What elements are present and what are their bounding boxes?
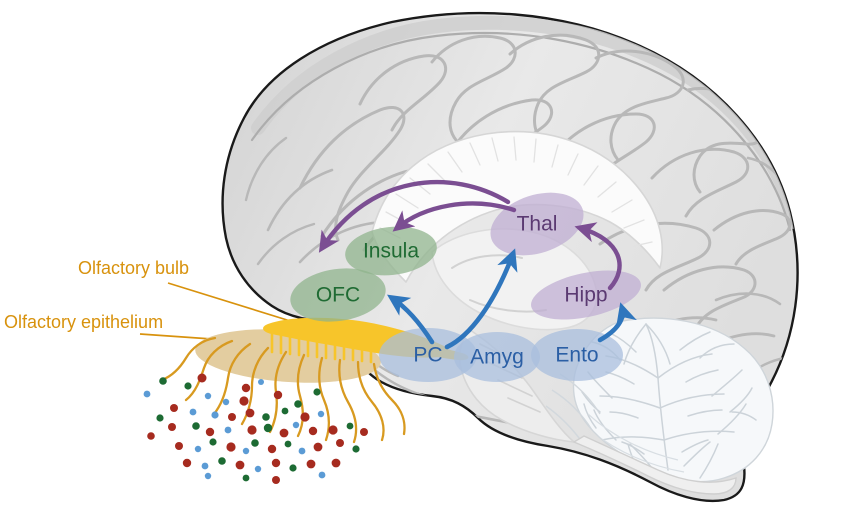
region-label-amyg: Amyg [470,346,524,369]
odorant-molecules [143,373,368,484]
odorant-molecule-dot [273,390,283,400]
odorant-molecule-dot [222,398,230,406]
region-label-pc: PC [413,344,442,367]
odorant-molecule-dot [258,379,264,385]
region-label-thal: Thal [517,213,558,236]
odorant-molecule-dot [313,442,323,452]
odorant-molecule-dot [289,464,297,472]
odorant-molecule-dot [292,421,300,429]
odorant-molecule-dot [226,442,236,452]
odorant-molecule-dot [242,447,250,455]
odorant-molecule-dot [331,458,341,468]
arrow-thal-to-ofc [318,179,511,253]
odorant-molecule-dot [300,412,310,422]
odorant-molecule-dot [209,438,217,446]
odorant-molecule-dot [352,445,360,453]
region-label-hipp: Hipp [564,284,607,307]
odorant-molecule-dot [242,474,250,482]
odorant-molecule-dot [279,428,289,438]
odorant-molecule-dot [241,383,251,393]
odorant-molecule-dot [184,382,192,390]
odorant-molecule-dot [328,425,338,435]
odorant-molecule-dot [360,428,368,436]
odorant-molecule-dot [182,458,192,468]
odorant-molecule-dot [192,422,200,430]
odorant-molecule-dot [143,390,151,398]
odorant-molecule-dot [218,457,226,465]
region-ellipse-ofc[interactable] [287,263,389,328]
odorant-molecule-dot [156,414,164,422]
arrow-pc-to-thal [444,248,518,350]
region-ellipse-amyg[interactable] [454,332,540,382]
cribriform-fibers [270,332,373,364]
odorant-molecule-dot [170,404,178,412]
odorant-molecule-dot [254,465,262,473]
odorant-molecule-dot [168,423,176,431]
odorant-molecule-dot [194,445,202,453]
odorant-molecule-dot [298,447,306,455]
region-label-ento: Ento [555,344,598,367]
leader-line-bulb [167,282,301,325]
odorant-molecule-dot [175,442,183,450]
odorant-molecule-dot [204,392,212,400]
odorant-molecule-dot [318,471,326,479]
odorant-molecule-dot [346,422,354,430]
odorant-molecule-dot [224,426,232,434]
callout-label-olfactory-bulb: Olfactory bulb [78,258,189,278]
odorant-molecule-dot [251,439,259,447]
region-label-insula: Insula [363,240,419,263]
odorant-molecule-dot [211,411,219,419]
odorant-molecule-dot [271,458,281,468]
arrow-thal-to-insula [392,201,517,232]
odorant-molecule-dot [147,432,155,440]
odorant-molecule-dot [308,426,318,436]
arrow-pc-to-ofc [387,294,435,345]
odorant-molecule-dot [239,396,249,406]
odorant-molecule-dot [336,439,344,447]
odorant-molecule-dot [317,410,325,418]
odorant-molecule-dot [267,444,277,454]
odorant-molecule-dot [201,462,209,470]
corpus-callosum [371,130,663,283]
odorant-molecule-dot [159,377,167,385]
odorant-molecule-dot [294,400,302,408]
blue-projection-arrows [387,248,637,350]
odorant-molecule-dot [284,440,292,448]
odorant-molecule-dot [247,425,257,435]
odorant-molecule-dot [306,459,316,469]
odorant-molecule-dot [228,413,236,421]
callout-label-olfactory-epithelium: Olfactory epithelium [4,312,163,332]
arrow-ento-to-hipp [597,302,637,343]
medulla [572,435,737,495]
odorant-molecule-dot [313,388,321,396]
odorant-molecule-dot [189,408,197,416]
odorant-molecule-dot [205,427,215,437]
odorant-molecule-dot [235,460,245,470]
odorant-molecule-dot [272,476,280,484]
odorant-molecule-dot [263,423,273,433]
odorant-molecule-dot [204,472,212,480]
odorant-molecule-dot [197,373,207,383]
odorant-molecule-dot [262,413,270,421]
purple-projection-arrows [318,179,622,291]
arrow-hipp-to-thal [574,222,622,291]
region-label-ofc: OFC [316,284,360,307]
odorant-molecule-dot [245,408,255,418]
cerebellum [545,317,774,483]
region-ellipse-insula[interactable] [343,222,440,279]
odorant-molecule-dot [281,407,289,415]
